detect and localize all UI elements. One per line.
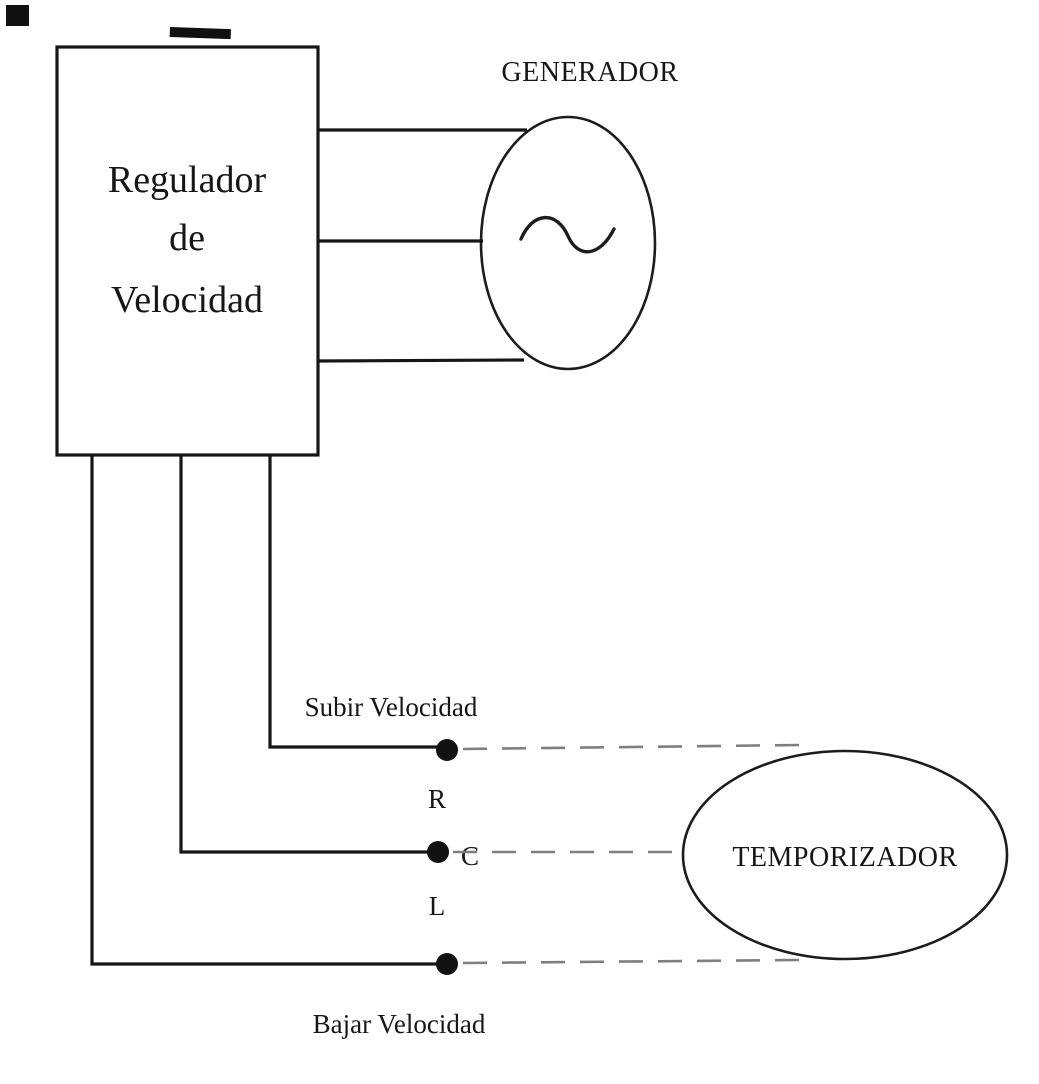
terminal-r-label: R: [428, 784, 446, 814]
timer-ellipse: [681, 749, 1009, 961]
regulator-box: [55, 45, 320, 457]
wire-terminal-c: [179, 455, 435, 854]
terminal-c-label: C: [461, 841, 479, 871]
wire-phase-bottom: [317, 358, 525, 363]
terminal-c-dot: [427, 841, 449, 863]
timer-label: TEMPORIZADOR: [732, 842, 957, 873]
terminal-subir-dot: [436, 739, 458, 761]
terminal-l-label: L: [429, 891, 446, 921]
scan-artifact-streak: [169, 27, 231, 40]
bajar-velocidad-label: Bajar Velocidad: [313, 1009, 486, 1039]
dashed-link-bajar: [462, 958, 801, 965]
subir-velocidad-label: Subir Velocidad: [305, 692, 478, 722]
sine-wave-icon: [519, 215, 616, 254]
regulator-label-line3: Velocidad: [111, 279, 263, 321]
regulator-label-line2: de: [169, 217, 205, 259]
terminal-bajar-dot: [436, 953, 458, 975]
wire-bajar-velocidad: [90, 455, 444, 966]
scan-artifact-corner: [6, 5, 29, 26]
generator-label: GENERADOR: [501, 57, 678, 88]
generator-ellipse: [479, 115, 657, 371]
wire-subir-velocidad: [268, 455, 444, 749]
dashed-link-subir: [462, 743, 801, 751]
regulator-label-line1: Regulador: [108, 159, 267, 201]
